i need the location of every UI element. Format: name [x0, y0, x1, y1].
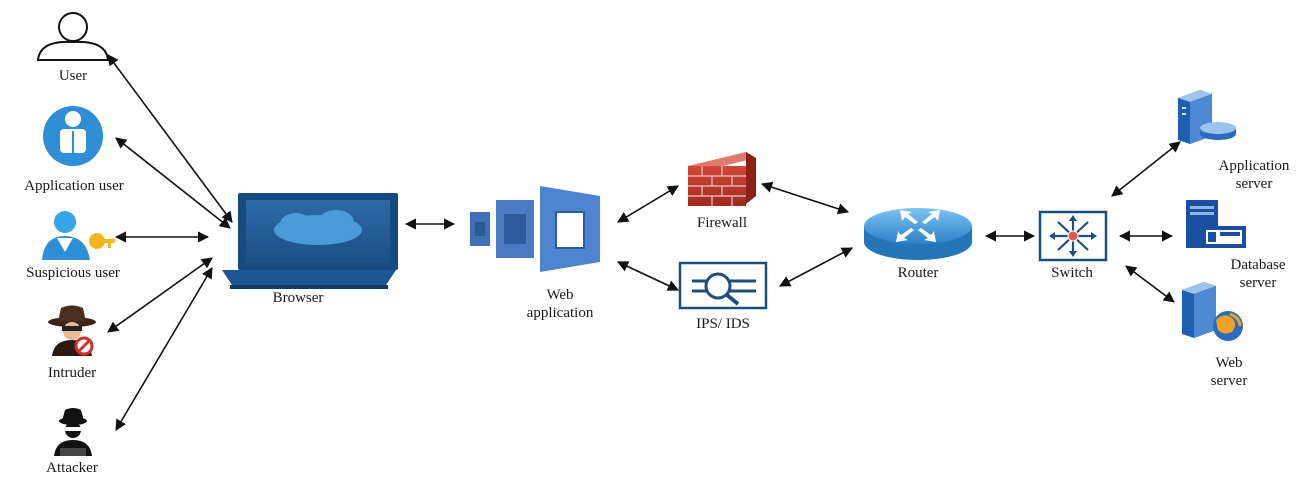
label-switch: Switch — [1051, 265, 1093, 281]
suspicious-user-icon — [42, 211, 115, 260]
label-browser: Browser — [272, 290, 324, 306]
arrow-switch-appserver — [1111, 141, 1181, 197]
label-application-server-line1: Application — [1218, 158, 1290, 174]
router-icon — [864, 208, 972, 260]
attacker-icon — [54, 408, 92, 456]
intruder-icon — [48, 305, 96, 356]
label-attacker: Attacker — [46, 460, 98, 476]
label-database-server: Database server — [1218, 256, 1298, 292]
label-web-server-line2: server — [1210, 373, 1248, 389]
label-firewall: Firewall — [697, 215, 747, 231]
application-user-icon — [43, 106, 103, 166]
label-web-application-line1: Web — [546, 287, 574, 303]
web-server-icon — [1182, 282, 1243, 341]
arrow-attacker-browser — [115, 267, 213, 431]
arrow-webapp-ips — [616, 261, 680, 291]
label-application-server-line2: server — [1235, 176, 1273, 192]
firewall-brick-icon — [688, 152, 756, 206]
label-web-server: Web server — [1199, 354, 1259, 390]
label-web-application: Web application — [510, 286, 610, 322]
application-server-icon — [1178, 90, 1236, 144]
ips-ids-icon — [678, 261, 768, 310]
switch-icon — [1038, 210, 1108, 262]
label-application-user: Application user — [24, 178, 124, 194]
label-suspicious-user: Suspicious user — [26, 265, 120, 281]
arrow-switch-webserver — [1125, 265, 1175, 303]
label-web-server-line1: Web — [1215, 355, 1243, 371]
arrow-webapp-firewall — [617, 185, 679, 223]
arrow-user-browser — [107, 54, 233, 223]
web-application-icon — [470, 186, 600, 272]
label-application-server: Application server — [1196, 157, 1303, 193]
database-server-icon — [1186, 200, 1246, 248]
label-intruder: Intruder — [47, 365, 97, 381]
label-web-application-line2: application — [526, 305, 594, 321]
label-ips-ids: IPS/ IDS — [696, 316, 750, 332]
connectors — [107, 54, 1181, 431]
label-router: Router — [897, 265, 939, 281]
label-database-server-line2: server — [1239, 275, 1277, 291]
browser-laptop-icon — [222, 193, 398, 289]
label-database-server-line1: Database — [1230, 257, 1286, 273]
arrow-ips-router — [779, 247, 853, 287]
label-user: User — [58, 68, 88, 84]
user-outline-icon — [36, 12, 110, 61]
arrow-appuser-browser — [115, 137, 231, 229]
arrow-firewall-router — [760, 181, 850, 215]
